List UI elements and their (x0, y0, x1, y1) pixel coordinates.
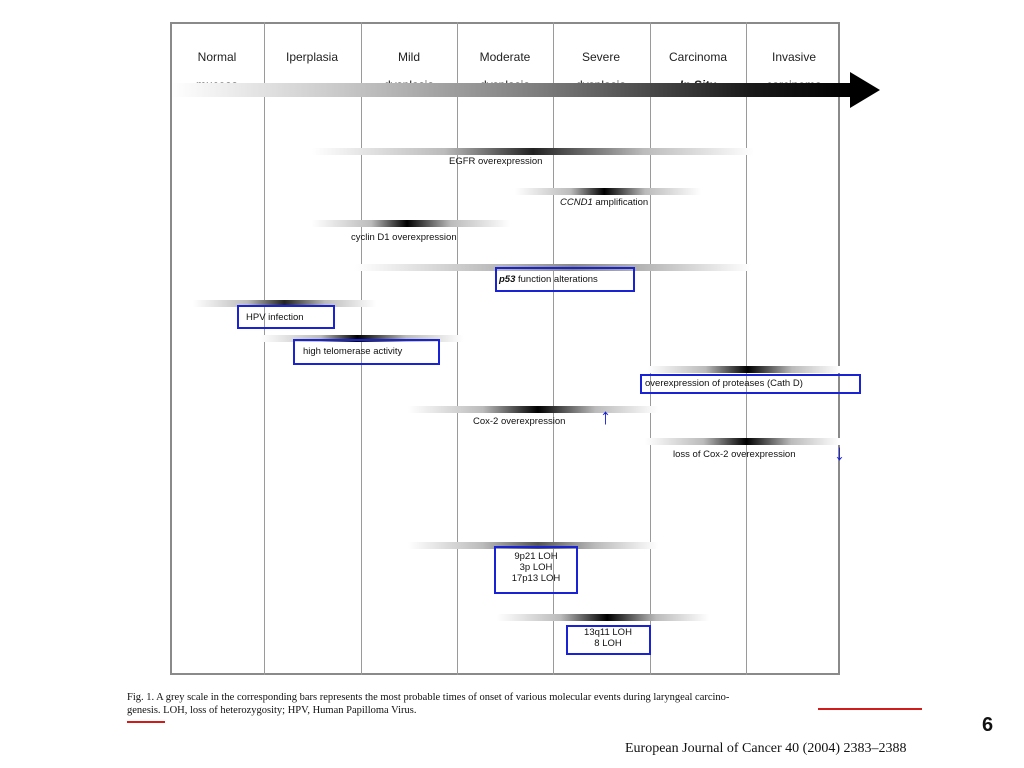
cox2-loss-bar (645, 438, 840, 445)
progression-arrow-head (850, 72, 880, 108)
loh-17p13: 17p13 LOH (511, 573, 561, 584)
cox2-loss-label: loss of Cox-2 overexpression (673, 449, 796, 460)
cyclin-d1-label: cyclin D1 overexpression (351, 232, 457, 243)
ccnd1-label: CCND1 amplification (560, 197, 648, 208)
stage-line1: Iperplasia (285, 50, 339, 64)
p53-highlight-box (495, 267, 635, 292)
loh-9p21: 9p21 LOH (514, 551, 558, 562)
cox2-label: Cox-2 overexpression (473, 416, 566, 427)
column-divider (650, 22, 651, 675)
loh-group1-label: 9p21 LOH 3p LOH 17p13 LOH (497, 551, 575, 584)
stage-line1: Mild (397, 50, 420, 64)
proteases-label: overexpression of proteases (Cath D) (645, 378, 803, 389)
loh-group1-highlight-box (494, 546, 578, 594)
p53-gene: p53 (499, 274, 516, 285)
telomerase-bar (260, 335, 463, 342)
loh-3p: 3p LOH (519, 562, 553, 573)
stage-line1: Moderate (479, 50, 531, 64)
cox2-bar (408, 406, 658, 413)
hpv-highlight-box (237, 305, 335, 329)
caption-underline-2 (127, 721, 165, 723)
telomerase-label: high telomerase activity (303, 346, 403, 357)
column-divider (264, 22, 265, 675)
arrow-up-icon: ↑ (600, 404, 611, 429)
column-divider (457, 22, 458, 675)
loh-group2-bar (497, 614, 709, 621)
stage-line1: Carcinoma (668, 50, 728, 64)
telomerase-highlight-box (293, 339, 440, 365)
egfr-label: EGFR overexpression (449, 156, 543, 167)
loh-group1-bar (408, 542, 658, 549)
stage-line1: Normal (197, 50, 237, 64)
caption-highlight-1: laryngeal carcino- (653, 692, 730, 703)
page-number: 6 (982, 714, 994, 736)
journal-citation: European Journal of Cancer 40 (2004) 238… (625, 741, 907, 756)
column-divider (553, 22, 554, 675)
caption-text-1: Fig. 1. A grey scale in the correspondin… (127, 692, 654, 703)
loh-13q11: 13q11 LOH (584, 627, 632, 638)
ccnd1-bar (515, 188, 701, 195)
figure-caption: Fig. 1. A grey scale in the correspondin… (127, 691, 927, 717)
stage-line1: Invasive (771, 50, 817, 64)
loh-group2-label: 13q11 LOH 8 LOH (568, 627, 648, 649)
caption-highlight-2: genesis (127, 705, 158, 716)
diagram-frame (170, 22, 840, 675)
proteases-bar (648, 366, 840, 373)
p53-label: p53 function alterations (499, 274, 598, 285)
loh-8: 8 LOH (594, 638, 622, 649)
cyclin-d1-bar (312, 220, 510, 227)
hpv-label: HPV infection (246, 312, 304, 323)
ccnd1-gene: CCND1 (560, 197, 593, 208)
caption-text-2: . LOH, loss of heterozygosity; HPV, Huma… (157, 705, 417, 716)
ccnd1-text: amplification (592, 197, 649, 208)
p53-text: function alterations (515, 274, 598, 285)
stage-iperplasia: Iperplasia (264, 36, 360, 92)
progression-gradient-bar (172, 83, 852, 97)
stage-line1: Severe (581, 50, 621, 64)
column-divider (361, 22, 362, 675)
proteases-highlight-box (640, 374, 861, 394)
loh-group2-highlight-box (566, 625, 651, 655)
caption-underline-1 (818, 708, 922, 710)
hpv-bar (193, 300, 376, 307)
egfr-bar (312, 148, 754, 155)
column-divider (746, 22, 747, 675)
arrow-down-icon: ↓ (834, 440, 845, 465)
